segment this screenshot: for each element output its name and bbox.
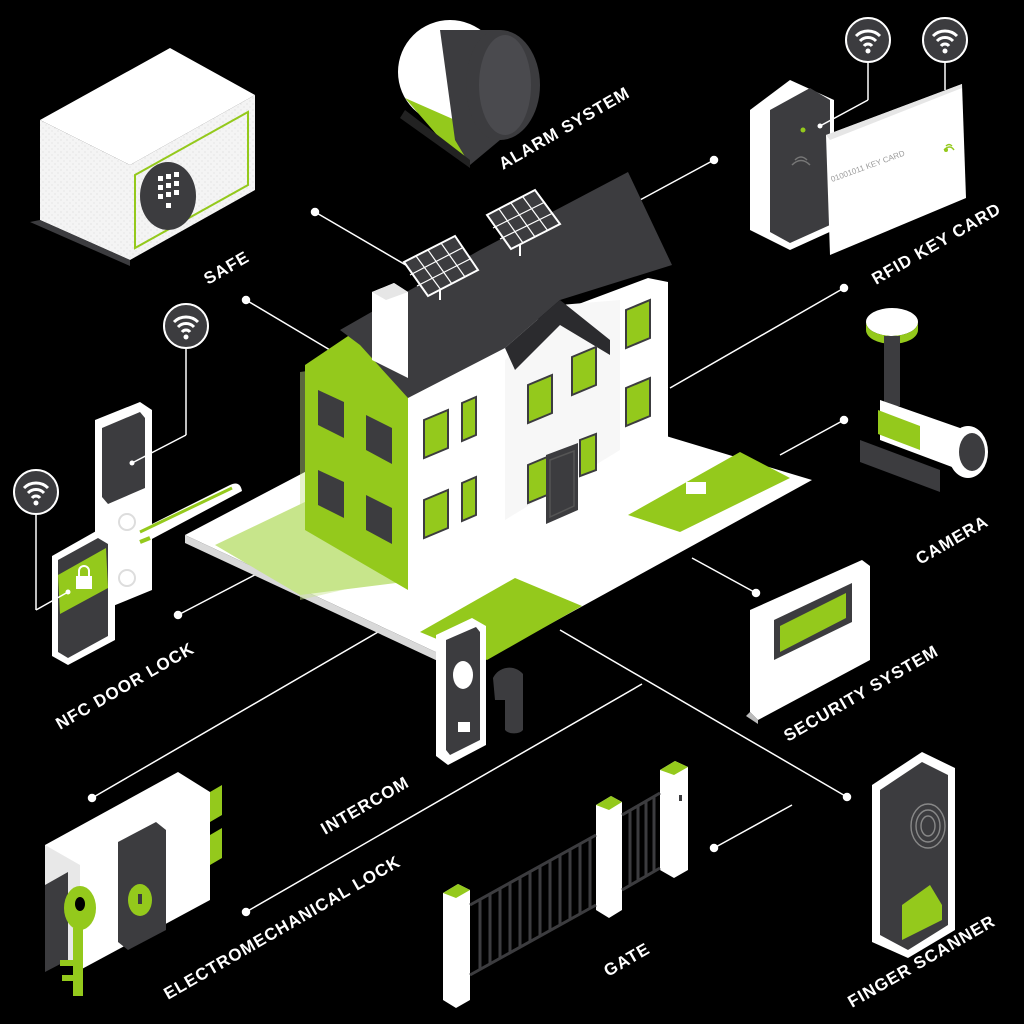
front-door	[546, 443, 578, 524]
house-icon	[185, 172, 812, 676]
electromechanical-lock-icon	[45, 772, 222, 972]
wifi-icon	[817, 16, 892, 129]
front-windows	[423, 298, 651, 540]
wifi-icon	[921, 16, 969, 90]
nfc-door-handle-icon	[95, 402, 242, 608]
rfid-reader-icon	[750, 80, 834, 250]
wifi-icon	[12, 468, 71, 611]
lawn-green-left	[215, 490, 420, 595]
house-roof	[340, 172, 672, 398]
lawn-green-right	[628, 452, 790, 532]
safe-icon	[30, 48, 255, 266]
label-camera: CAMERA	[913, 512, 992, 569]
gate-icon	[443, 761, 688, 1008]
wifi-icon	[129, 302, 210, 466]
side-windows	[318, 390, 392, 544]
fingerprint-scanner-icon	[872, 752, 955, 958]
label-gate: GATE	[601, 939, 654, 980]
smartphone-lock-icon	[52, 530, 115, 665]
key-card-icon: 01001011 KEY CARD	[826, 84, 966, 255]
security-panel-icon	[746, 560, 870, 724]
solar-panel-icon	[402, 188, 562, 300]
chimney	[372, 283, 408, 378]
connector-lines	[87, 155, 852, 917]
key-icon	[60, 886, 96, 996]
security-camera-icon	[860, 308, 988, 492]
intercom-icon	[436, 618, 523, 765]
label-intercom: INTERCOM	[318, 773, 413, 839]
alarm-siren-icon	[398, 20, 540, 168]
label-safe: SAFE	[201, 247, 253, 288]
